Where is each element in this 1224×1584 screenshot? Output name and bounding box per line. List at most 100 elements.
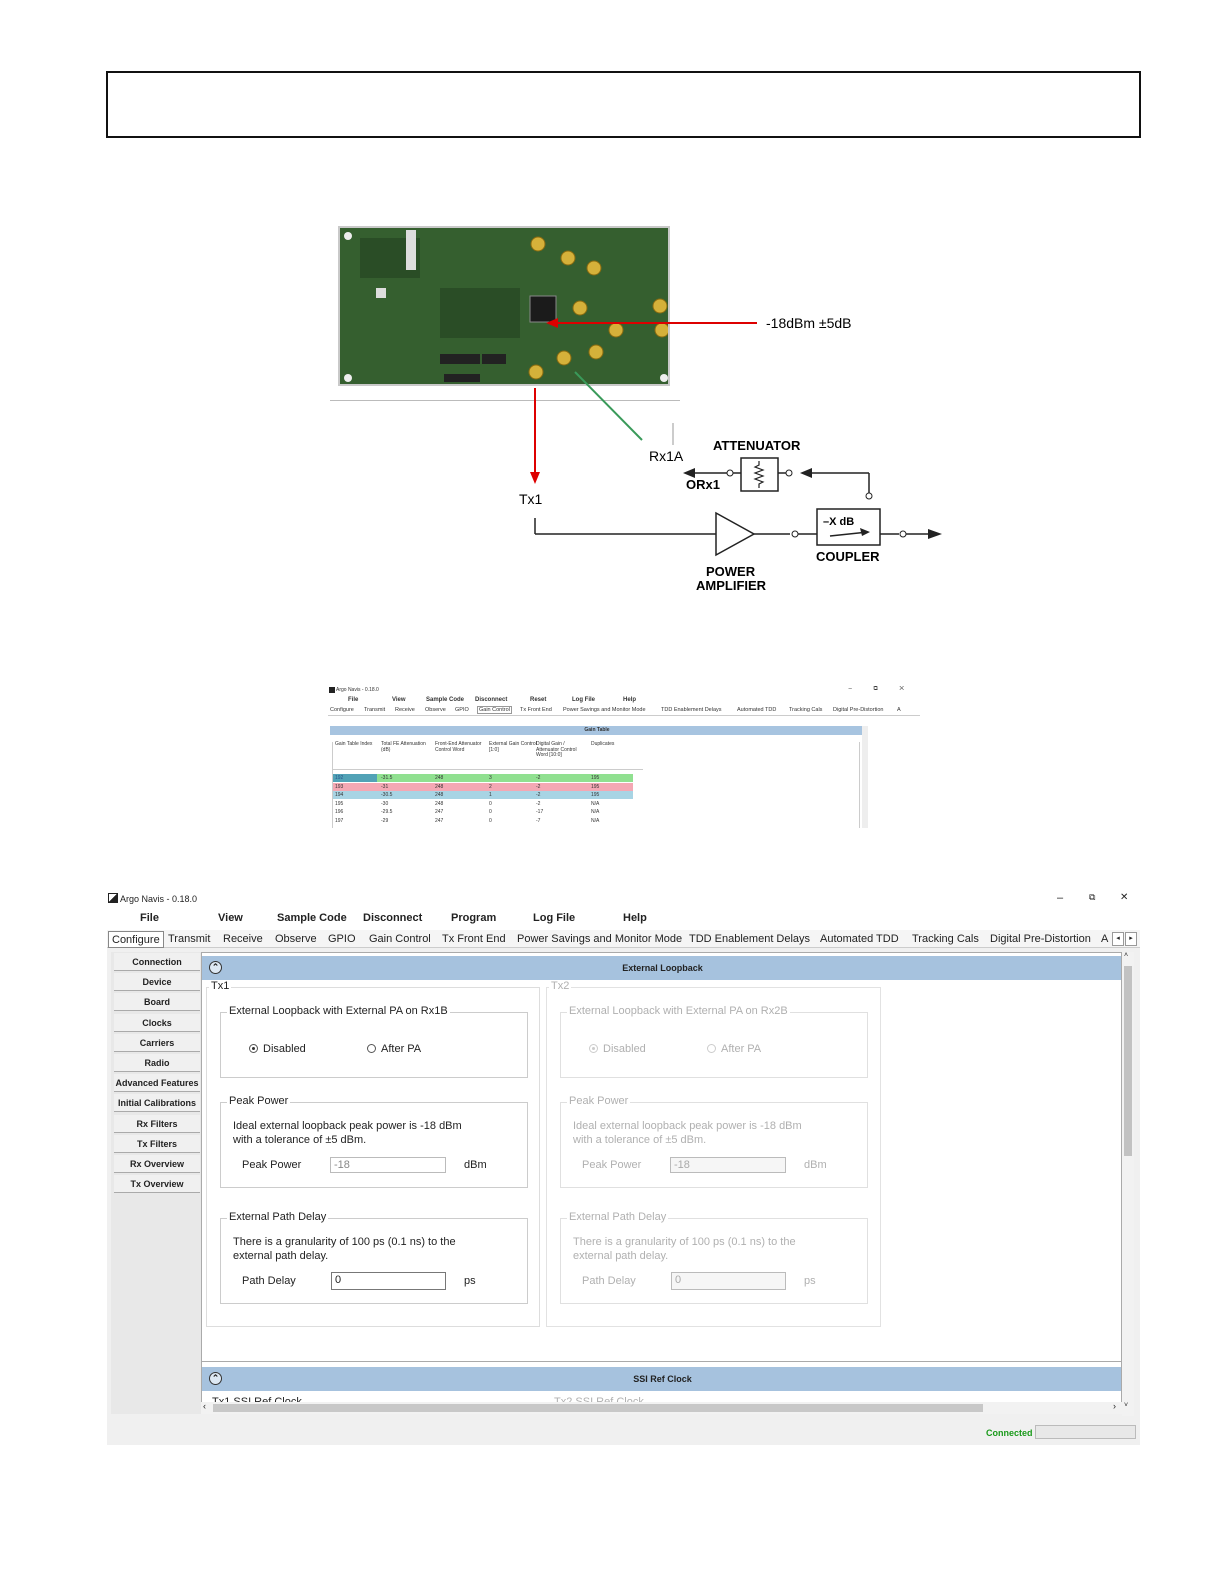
menu-program[interactable]: Program [451,912,497,924]
menubar: File View Sample Code Disconnect Program… [107,908,1140,930]
sidebar-item-carriers[interactable]: Carriers [114,1034,200,1052]
mini-tab: TDD Enablement Delays [661,707,722,713]
collapse-icon[interactable]: ⌃ [209,961,222,974]
tab-scroll-left-icon[interactable]: ◂ [1112,932,1124,946]
tab-observe[interactable]: Observe [275,933,317,945]
close-icon[interactable]: ✕ [1120,892,1129,903]
attenuator-label: ATTENUATOR [713,438,801,453]
tx2-peak-power-group: Peak Power Ideal external loopback peak … [560,1095,868,1188]
tx2-peak-text-1: Ideal external loopback peak power is -1… [573,1120,802,1132]
menu-view[interactable]: View [218,912,243,924]
mini-tab: A [897,707,901,713]
scroll-right-icon[interactable]: › [1113,1401,1116,1411]
tx2-radio-disabled[interactable]: Disabled [589,1043,646,1055]
tx2-radio-after-pa[interactable]: After PA [707,1043,761,1055]
vertical-scroll-thumb[interactable] [1124,966,1132,1156]
vertical-scrollbar[interactable]: ˄ ˅ [1122,952,1134,1416]
scroll-left-icon[interactable]: ‹ [203,1401,206,1411]
menu-sample-code[interactable]: Sample Code [277,912,347,924]
sidebar-item-rx-overview[interactable]: Rx Overview [114,1155,200,1173]
table-cell: -31.5 [381,775,393,781]
tab-more[interactable]: A [1101,933,1109,945]
tab-automated-tdd[interactable]: Automated TDD [820,933,899,945]
table-cell: 196 [335,809,344,815]
tab-receive[interactable]: Receive [223,933,263,945]
menu-file[interactable]: File [140,912,159,924]
tab-tracking-cals[interactable]: Tracking Cals [912,933,979,945]
sidebar-item-clocks[interactable]: Clocks [114,1014,200,1032]
mini-menu-sample-code: Sample Code [426,697,465,703]
mini-menu-view: View [392,697,406,703]
minimize-icon[interactable]: – [1057,892,1064,904]
table-cell: 195 [591,792,600,798]
tx2-loopback-group: External Loopback with External PA on Rx… [560,1005,868,1078]
tab-configure[interactable]: Configure [108,931,164,948]
tx2-group: Tx2 External Loopback with External PA o… [546,980,881,1327]
table-cell: 197 [335,817,344,824]
collapse-icon[interactable]: ⌃ [209,1372,222,1385]
tab-gain-control[interactable]: Gain Control [369,933,431,945]
tx1-peak-text-1: Ideal external loopback peak power is -1… [233,1120,462,1132]
menu-disconnect[interactable]: Disconnect [363,912,423,924]
restore-icon[interactable]: ⧉ [1089,892,1096,902]
sidebar-item-initial-calibrations[interactable]: Initial Calibrations [114,1094,200,1112]
table-cell: 247 [435,809,444,815]
power-label: -18dBm ±5dB [766,315,852,331]
tab-scroll-right-icon[interactable]: ▸ [1125,932,1137,946]
sidebar-item-board-configuration[interactable]: Board Configuration [114,993,200,1025]
mini-titlebar: Argo Navis - 0.18.0 – ⧉ ✕ [328,686,920,695]
scroll-down-icon[interactable]: ˅ [1124,1402,1129,1409]
sidebar-item-connection[interactable]: Connection [114,953,200,971]
tab-power-savings[interactable]: Power Savings and Monitor Mode [517,933,683,945]
tx1-loopback-group-label: External Loopback with External PA on Rx… [227,1005,450,1017]
tx2-peak-power-input[interactable]: -18 [670,1157,786,1173]
tx2-path-delay-input[interactable]: 0 [671,1272,786,1290]
table-cell: 248 [435,792,444,798]
scroll-up-icon[interactable]: ˄ [1124,952,1129,959]
sidebar-item-tx-filters[interactable]: Tx Filters [114,1135,200,1153]
mini-menu-disconnect: Disconnect [475,697,508,703]
tx1-peak-power-input[interactable]: -18 [330,1157,446,1173]
tx1-path-delay-group: External Path Delay There is a granulari… [220,1211,528,1304]
tx1-delay-text-1: There is a granularity of 100 ps (0.1 ns… [233,1236,456,1248]
sidebar-item-radio[interactable]: Radio [114,1054,200,1072]
main-panel: ⌃ External Loopback Tx1 External Loopbac… [201,952,1122,1412]
tab-gpio[interactable]: GPIO [328,933,356,945]
horizontal-scroll-thumb[interactable] [213,1404,983,1412]
sidebar-item-tx-overview[interactable]: Tx Overview [114,1175,200,1193]
tx1-radio-disabled[interactable]: Disabled [249,1043,306,1055]
mini-menu-help: Help [623,697,637,703]
sidebar-item-device-configuration[interactable]: Device Configuration [114,973,200,1005]
tx1-path-delay-input[interactable]: 0 [331,1272,446,1290]
mini-scrollbar [862,726,868,828]
sidebar-item-advanced-features[interactable]: Advanced Features [114,1074,200,1092]
section-divider [202,1361,1121,1362]
mini-tab: Tx Front End [520,707,552,713]
menu-log-file[interactable]: Log File [533,912,576,924]
horizontal-scrollbar[interactable]: ‹ › [201,1401,1122,1414]
mini-tab: Configure [330,707,354,713]
tabbar: Configure Transmit Receive Observe GPIO … [107,930,1140,948]
section2-title: SSI Ref Clock [633,1374,692,1384]
tx1-peak-power-group: Peak Power Ideal external loopback peak … [220,1095,528,1188]
coupler-value: –X dB [823,516,854,528]
tx2-path-delay-label: Path Delay [582,1275,636,1287]
app-logo-icon [108,893,118,903]
tab-tdd-enablement-delays[interactable]: TDD Enablement Delays [689,933,811,945]
tab-digital-pre-distortion[interactable]: Digital Pre-Distortion [990,933,1091,945]
sidebar-item-rx-filters[interactable]: Rx Filters [114,1115,200,1133]
menu-help[interactable]: Help [623,912,647,924]
tx1-radio-after-pa[interactable]: After PA [367,1043,421,1055]
tab-tx-front-end[interactable]: Tx Front End [442,933,506,945]
mini-menu-file: File [348,697,359,703]
mini-menu-reset: Reset [530,697,547,703]
tab-transmit[interactable]: Transmit [168,933,211,945]
table-cell: 3 [489,775,492,781]
table-cell: -29.5 [381,809,393,815]
